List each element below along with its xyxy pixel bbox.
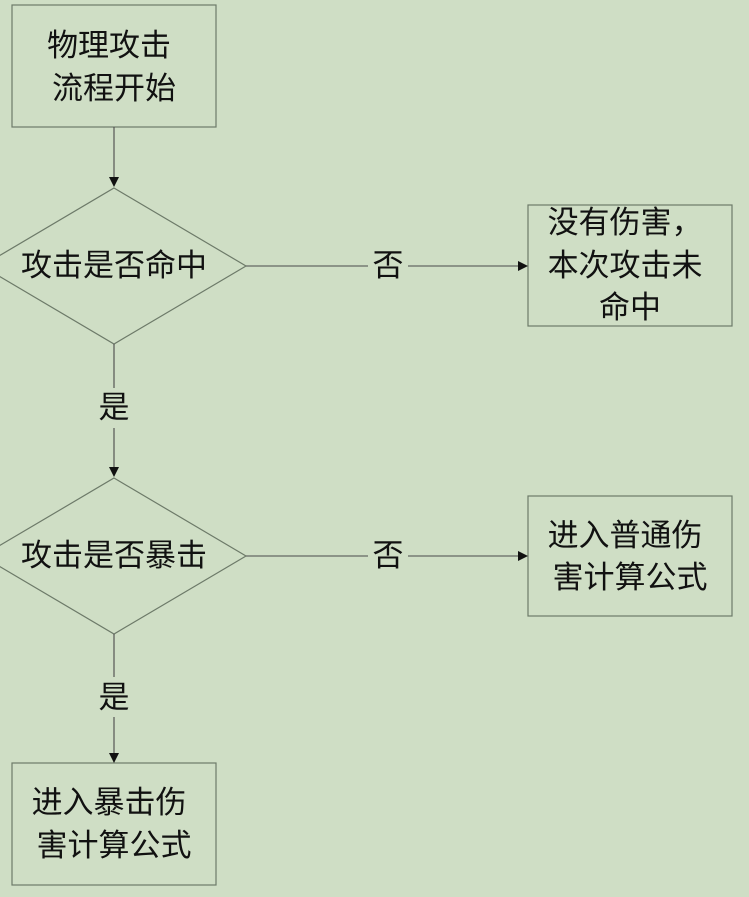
crit-no-label-background bbox=[368, 535, 408, 575]
hit-decision-text: 攻击是否命中 bbox=[21, 248, 207, 284]
start-text-line-1: 物理攻击 bbox=[47, 28, 171, 64]
crit-yes-label-background bbox=[95, 677, 133, 717]
miss-result-line-3: 命中 bbox=[599, 290, 661, 326]
crit-damage-box bbox=[11, 762, 217, 886]
start-text: 物理攻击 流程开始 bbox=[47, 28, 181, 107]
miss-result-text: 没有伤害， 本次攻击未 命中 bbox=[548, 205, 713, 326]
crit-damage-line-2: 害计算公式 bbox=[37, 828, 192, 864]
miss-result-box bbox=[527, 204, 733, 327]
crit-decision-text: 攻击是否暴击 bbox=[21, 538, 207, 574]
normal-damage-text: 进入普通伤 害计算公式 bbox=[548, 518, 713, 596]
crit-damage-text: 进入暴击伤 害计算公式 bbox=[32, 785, 197, 864]
hit-yes-label-background bbox=[95, 388, 133, 428]
start-box bbox=[11, 4, 217, 128]
crit-damage-line-1: 进入暴击伤 bbox=[32, 785, 187, 821]
normal-damage-line-2: 害计算公式 bbox=[553, 560, 708, 596]
miss-result-line-2: 本次攻击未 bbox=[548, 248, 703, 284]
miss-result-line-1: 没有伤害， bbox=[548, 205, 703, 241]
crit-no-label: 否 bbox=[373, 538, 404, 574]
crit-yes-label: 是 bbox=[99, 680, 130, 716]
start-text-line-2: 流程开始 bbox=[52, 71, 176, 107]
hit-yes-label: 是 bbox=[99, 390, 130, 426]
hit-no-label: 否 bbox=[373, 248, 404, 284]
normal-damage-box bbox=[527, 495, 733, 617]
hit-no-label-background bbox=[368, 245, 408, 285]
normal-damage-line-1: 进入普通伤 bbox=[548, 518, 703, 554]
